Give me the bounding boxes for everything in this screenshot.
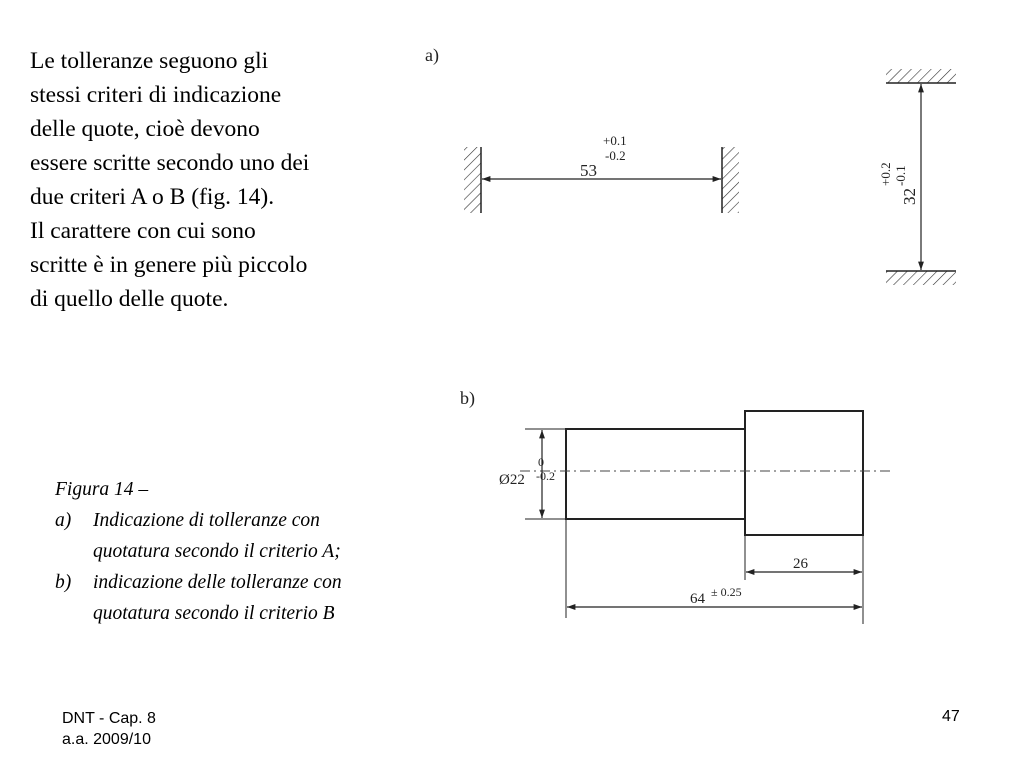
figure-a-vertical-upper: +0.2 [878, 162, 893, 186]
figure-b-step-value: 26 [793, 556, 809, 572]
figure-a-left-wall [464, 147, 481, 213]
caption-item-b-line2: quotatura secondo il criterio B [93, 603, 335, 624]
intro-line: delle quote, cioè devono [30, 116, 260, 142]
caption-item-a: a) Indicazione di tolleranze con [55, 505, 435, 536]
figure-a-vertical-value: 32 [900, 188, 919, 205]
footer-year: a.a. 2009/10 [62, 731, 151, 748]
figure-a-label: a) [425, 45, 439, 66]
footer-course-info: DNT - Cap. 8 a.a. 2009/10 [62, 708, 156, 750]
caption-item-a-line2: quotatura secondo il criterio A; [93, 541, 341, 562]
figure-b-small-cylinder [565, 428, 746, 520]
figure-b-label: b) [460, 388, 475, 409]
caption-item-b: b) indicazione delle tolleranze con [55, 567, 435, 598]
intro-line: essere scritte secondo uno dei [30, 150, 310, 176]
intro-line: due criteri A o B (fig. 14). [30, 184, 275, 210]
figure-b-diameter-lower: -0.2 [536, 469, 555, 483]
caption-title: Figura 14 – [55, 479, 149, 500]
caption-item-a-marker: a) [55, 510, 72, 531]
figure-b-diameter-upper: 0 [538, 455, 544, 469]
figure-a-right-wall [722, 147, 739, 213]
intro-line: Il carattere con cui sono [30, 218, 256, 244]
figure-b-diameter-value: Ø22 [499, 472, 525, 488]
footer-course: DNT - Cap. 8 [62, 710, 156, 727]
intro-text: Le tolleranze seguono gli stessi criteri… [30, 44, 400, 316]
figure-b-large-cylinder [744, 410, 864, 536]
figure-a-vertical-lower: -0.1 [893, 165, 908, 186]
intro-line: scritte è in genere più piccolo [30, 252, 308, 278]
figure-caption: Figura 14 – a) Indicazione di tolleranze … [55, 474, 435, 629]
figure-a-bottom-wall [886, 271, 956, 285]
figure-a-horizontal-value: 53 [580, 161, 597, 180]
figure-a-horizontal-lower: -0.2 [605, 148, 626, 163]
intro-line: di quello delle quote. [30, 286, 229, 312]
figure-b-total-tolerance: ± 0.25 [711, 585, 742, 599]
figure-a-top-wall [886, 69, 956, 83]
caption-item-b-line1: indicazione delle tolleranze con [93, 572, 342, 593]
figure-b-total-value: 64 [690, 591, 706, 607]
caption-item-b-marker: b) [55, 572, 72, 593]
figure-a-horizontal-upper: +0.1 [603, 133, 627, 148]
intro-line: stessi criteri di indicazione [30, 82, 282, 108]
page-number: 47 [942, 708, 960, 725]
intro-line: Le tolleranze seguono gli [30, 48, 269, 74]
caption-item-a-line1: Indicazione di tolleranze con [93, 510, 320, 531]
